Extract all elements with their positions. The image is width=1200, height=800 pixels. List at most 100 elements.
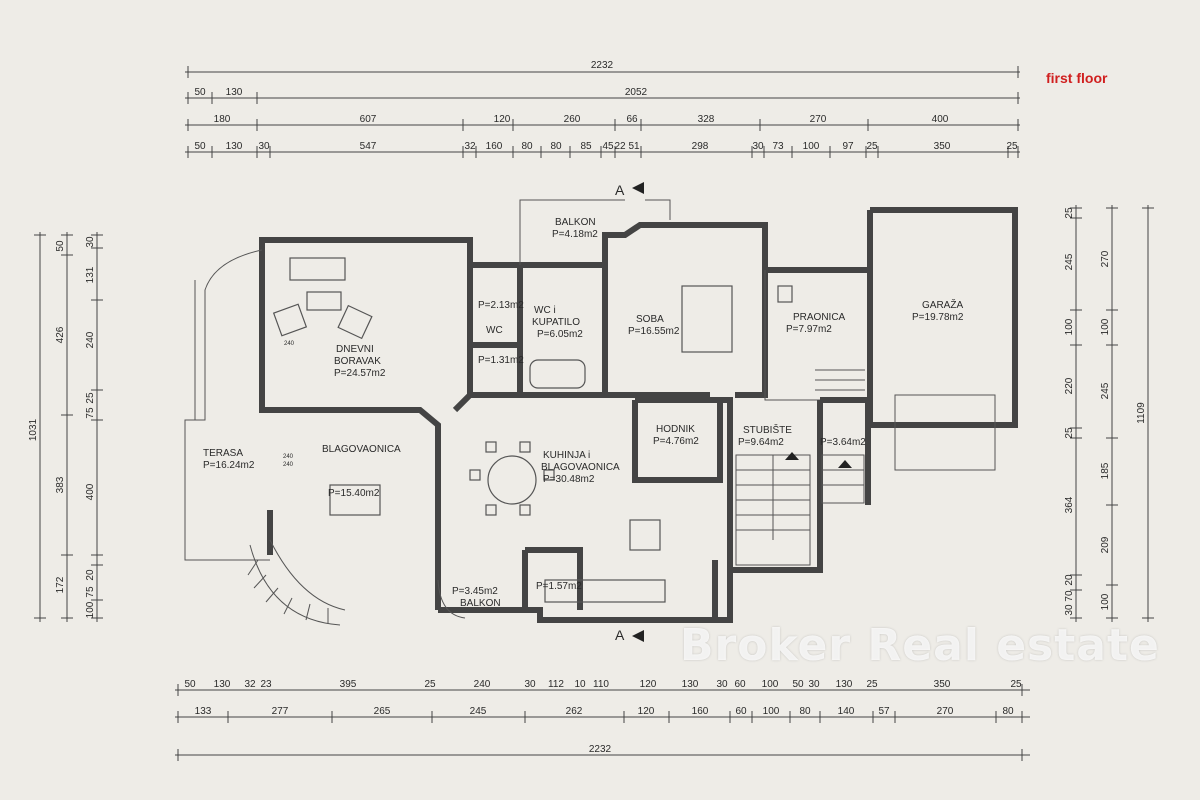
dim-top: 32: [464, 141, 476, 152]
room-area: P=4.76m2: [653, 436, 699, 447]
room-name: BALKON: [555, 217, 596, 228]
room-area: P=9.64m2: [738, 437, 784, 448]
room-name: GARAŽA: [922, 298, 963, 311]
dim-bottom: 25: [866, 679, 878, 690]
room-name: WC: [486, 325, 503, 336]
chairs: [469, 441, 555, 516]
dim-bottom: 133: [195, 706, 212, 717]
top-dimension-lines: 2232 50 130 2052 180 607 120 260 66 328 …: [185, 60, 1020, 158]
room-name: DNEVNI: [336, 344, 374, 355]
room-name: BLAGOVAONICA: [541, 462, 620, 473]
dim-right: 100: [1100, 318, 1111, 335]
dim-left: 75: [85, 407, 96, 419]
dim-bottom: 350: [934, 679, 951, 690]
dim-bottom: 112: [548, 679, 564, 690]
dim-top: 328: [698, 114, 715, 125]
dim-left: 400: [85, 483, 96, 500]
room-area: P=15.40m2: [328, 488, 380, 499]
bathtub: [529, 359, 586, 389]
dim-left: 30: [85, 236, 96, 248]
room-area: P=16.24m2: [203, 460, 255, 471]
garage-car: [894, 394, 996, 471]
dim-top: 160: [486, 141, 503, 152]
dim-bottom-overall: 2232: [589, 744, 612, 755]
dim-top: 130: [226, 87, 243, 98]
dim-top: 547: [360, 141, 377, 152]
stair-arrow: [785, 452, 799, 460]
dim-bottom: 395: [340, 679, 357, 690]
left-dimension-lines: 1031 50 426 383 172 100 30 131 240 25 75…: [28, 232, 103, 622]
dim-bottom: 130: [214, 679, 231, 690]
bed: [681, 285, 733, 353]
dim-right: 70: [1064, 590, 1075, 602]
dim-left: 240: [85, 331, 96, 348]
room-area: P=3.64m2: [820, 437, 866, 448]
dim-top: 270: [810, 114, 827, 125]
room-name: KUHINJA i: [543, 450, 590, 461]
dim-left: 383: [55, 476, 66, 493]
dim-bottom: 30: [808, 679, 820, 690]
dim-right: 25: [1064, 207, 1075, 219]
room-area: P=7.97m2: [786, 324, 832, 335]
dim-right: 245: [1064, 253, 1075, 270]
dim-bottom: 160: [692, 706, 709, 717]
dim-top: 30: [752, 141, 764, 152]
room-area: P=6.05m2: [537, 329, 583, 340]
dim-top: 350: [934, 141, 951, 152]
dim-top: 50: [194, 87, 206, 98]
washer: [777, 285, 793, 303]
room-name: HODNIK: [656, 424, 695, 435]
dim-left: 426: [55, 326, 66, 343]
dim-top: 25: [866, 141, 878, 152]
section-label: A: [615, 627, 625, 643]
dim-left: 100: [85, 601, 96, 618]
room-area: P=4.18m2: [552, 229, 598, 240]
room-name: TERASA: [203, 448, 243, 459]
window-code: 240: [283, 462, 294, 468]
dim-bottom: 270: [937, 706, 954, 717]
dim-top-overall: 2232: [591, 60, 614, 71]
dim-bottom: 57: [878, 706, 890, 717]
dim-left-overall: 1031: [28, 418, 39, 441]
bottom-dimension-lines: 50 130 32 23 395 25 240 30 112 10 110 12…: [175, 679, 1030, 761]
dim-left: 75: [85, 586, 96, 598]
section-marker-bottom: A: [615, 627, 644, 643]
dim-bottom: 60: [734, 679, 746, 690]
dim-bottom: 140: [838, 706, 855, 717]
dim-top: 73: [772, 141, 784, 152]
dim-top: 97: [842, 141, 854, 152]
room-area: P=2.13m2: [478, 300, 524, 311]
room-name: STUBIŠTE: [743, 423, 792, 436]
room-area: P=1.31m2: [478, 355, 524, 366]
dim-top: 85: [580, 141, 592, 152]
room-area: P=1.57m2: [536, 581, 582, 592]
dim-bottom: 32: [244, 679, 256, 690]
dim-left: 25: [85, 392, 96, 404]
dining-table: [329, 484, 381, 516]
window-code: 240: [284, 341, 295, 347]
armchair: [272, 303, 308, 337]
dim-right: 25: [1064, 427, 1075, 439]
dim-top: 25: [1006, 141, 1018, 152]
kitchen-table: [629, 519, 661, 551]
room-area: P=16.55m2: [628, 326, 680, 337]
room-name: WC i: [534, 305, 556, 316]
dim-top: 50: [194, 141, 206, 152]
dim-top: 22: [614, 141, 626, 152]
section-marker-top: A: [615, 182, 644, 198]
room-name: SOBA: [636, 314, 664, 325]
room-labels: BALKON P=4.18m2 P=2.13m2 WC P=1.31m2 WC …: [203, 217, 964, 609]
dim-bottom: 10: [574, 679, 586, 690]
dim-top-row4: 50 130 30 547 32 160 80 80 85 45 22 51 2…: [194, 141, 1018, 152]
dim-bottom: 23: [260, 679, 272, 690]
dim-right: 185: [1100, 462, 1111, 479]
dim-bottom: 80: [1002, 706, 1014, 717]
furniture: [272, 257, 793, 603]
dim-bottom: 25: [424, 679, 436, 690]
room-name: BORAVAK: [334, 356, 381, 367]
dim-bottom: 30: [716, 679, 728, 690]
dim-right: 100: [1064, 318, 1075, 335]
dim-top: 2052: [625, 87, 648, 98]
dim-bottom: 110: [593, 679, 609, 690]
